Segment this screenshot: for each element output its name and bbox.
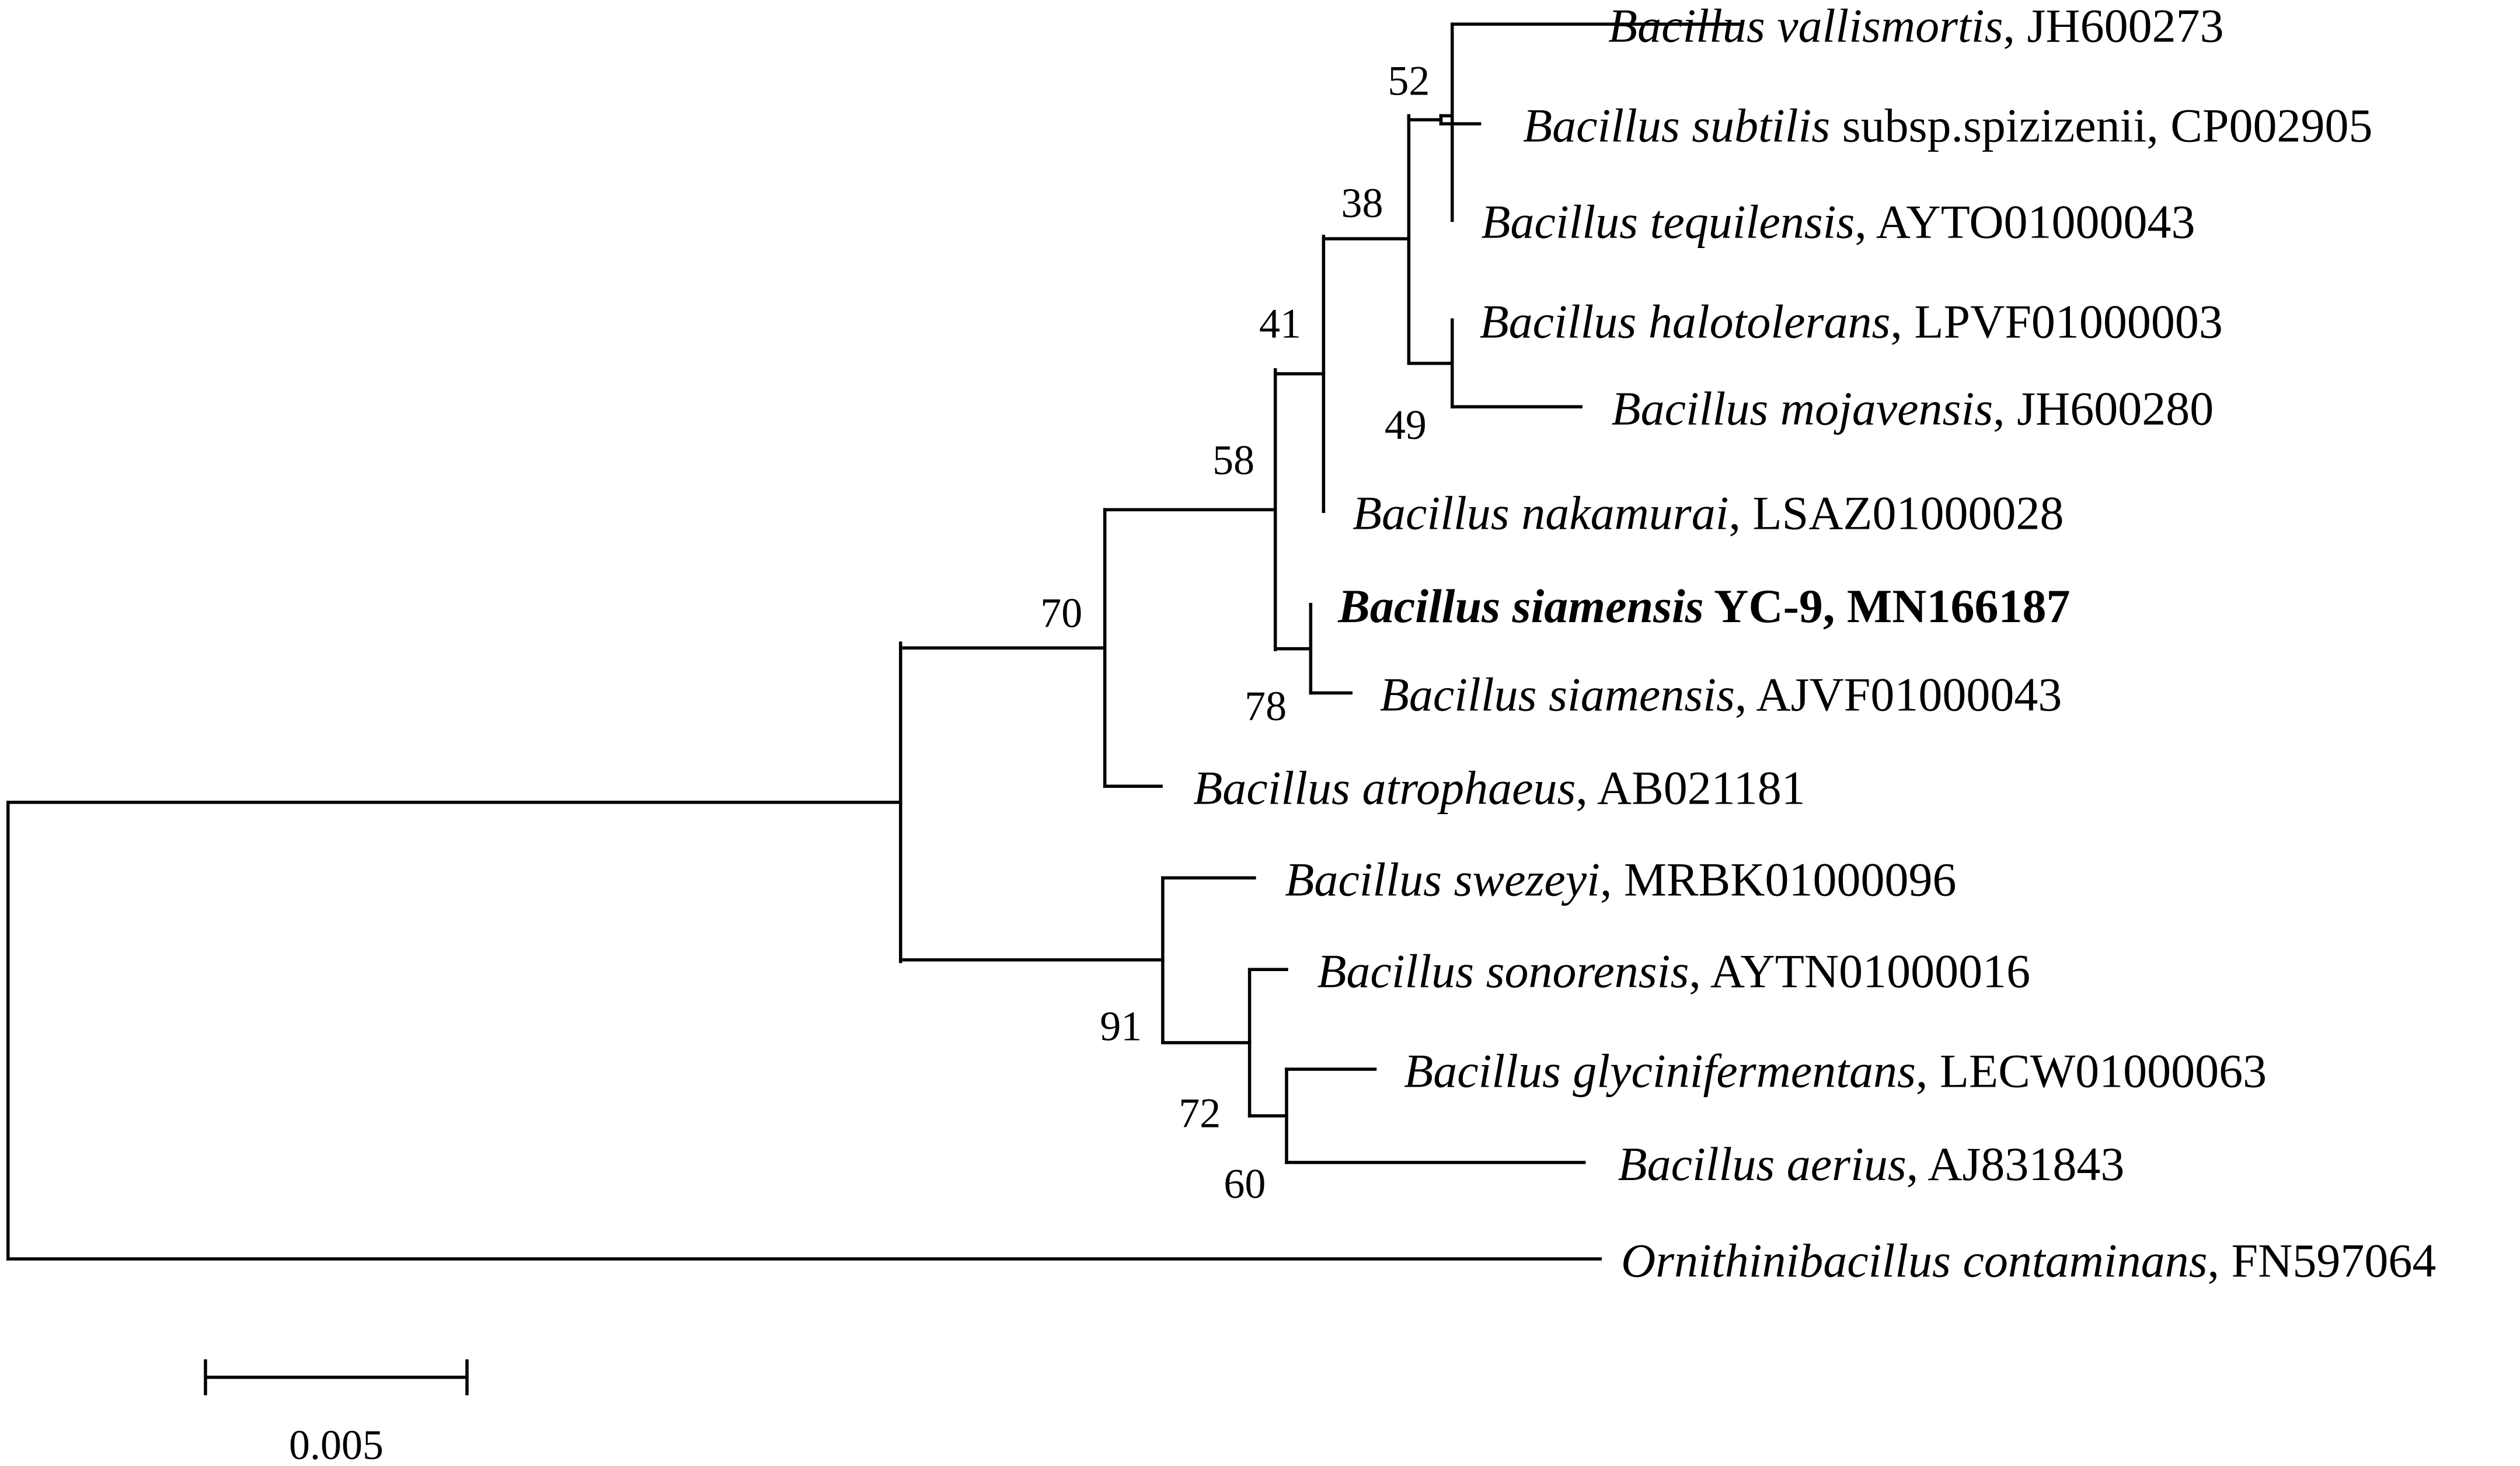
taxon-label-aerius: Bacillus aerius, AJ831843 (1618, 1137, 2125, 1191)
taxon-label-subtilis: Bacillus subtilis subsp.spizizenii, CP00… (1523, 99, 2373, 152)
taxon-labels: Bacillus vallismortis, JH600273Bacillus … (1193, 0, 2436, 1287)
taxon-species-name: Bacillus siamensis (1337, 580, 1704, 633)
taxon-accession: , AJ831843 (1906, 1137, 2125, 1191)
taxon-label-halotolerans: Bacillus halotolerans, LPVF01000003 (1480, 295, 2223, 348)
taxon-species-name: Bacillus mojavensis (1612, 382, 1993, 435)
taxon-accession: , AYTO01000043 (1855, 196, 2195, 249)
taxon-accession: , JH600280 (1993, 382, 2214, 435)
taxon-species-name: Bacillus glycinifermentans (1404, 1044, 1916, 1097)
taxon-label-vallismortis: Bacillus vallismortis, JH600273 (1608, 0, 2224, 53)
taxon-accession: YC-9, MN166187 (1704, 580, 2071, 633)
scale-bar-line (204, 1359, 469, 1395)
taxon-label-atrophaeus: Bacillus atrophaeus, AB021181 (1193, 762, 1806, 815)
bootstrap-value-70: 70 (1040, 589, 1082, 636)
taxon-species-name: Bacillus sonorensis (1317, 945, 1689, 998)
taxon-label-sonorensis: Bacillus sonorensis, AYTN01000016 (1317, 945, 2030, 998)
taxon-species-name: Bacillus atrophaeus (1193, 762, 1576, 815)
taxon-species-name: Ornithinibacillus contaminans (1621, 1234, 2208, 1287)
taxon-species-name: Bacillus subtilis (1523, 99, 1830, 152)
taxon-accession: , LECW01000063 (1916, 1044, 2267, 1097)
taxon-label-ornithinibacillus: Ornithinibacillus contaminans, FN597064 (1621, 1234, 2436, 1287)
taxon-label-swezeyi: Bacillus swezeyi, MRBK01000096 (1285, 853, 1956, 906)
bootstrap-value-78: 78 (1245, 683, 1287, 729)
taxon-accession: subsp.spizizenii, CP002905 (1830, 99, 2372, 152)
bootstrap-value-52: 52 (1388, 58, 1430, 104)
bootstrap-value-91: 91 (1100, 1003, 1142, 1049)
taxon-species-name: Bacillus siamensis (1380, 668, 1735, 721)
bootstrap-value-49: 49 (1385, 402, 1427, 448)
scale-bar: 0.005 (204, 1359, 469, 1466)
taxon-species-name: Bacillus nakamurai (1353, 486, 1729, 539)
taxon-species-name: Bacillus tequilensis (1481, 196, 1855, 249)
taxon-label-tequilensis: Bacillus tequilensis, AYTO01000043 (1481, 196, 2195, 249)
taxon-species-name: Bacillus swezeyi (1285, 853, 1600, 906)
bootstrap-value-72: 72 (1179, 1090, 1221, 1136)
taxon-label-siamensis: Bacillus siamensis, AJVF01000043 (1380, 668, 2062, 721)
taxon-label-nakamurai: Bacillus nakamurai, LSAZ01000028 (1353, 486, 2064, 539)
bootstrap-value-58: 58 (1212, 437, 1254, 484)
bootstrap-value-60: 60 (1224, 1160, 1266, 1207)
bootstrap-value-41: 41 (1259, 301, 1301, 347)
taxon-label-glycinifermentans: Bacillus glycinifermentans, LECW01000063 (1404, 1044, 2267, 1097)
taxon-label-mojavensis: Bacillus mojavensis, JH600280 (1612, 382, 2214, 435)
taxon-accession: , JH600273 (2003, 0, 2224, 53)
taxon-species-name: Bacillus halotolerans (1480, 295, 1891, 348)
scale-bar-label: 0.005 (289, 1422, 384, 1466)
taxon-accession: , LPVF01000003 (1890, 295, 2223, 348)
taxon-accession: , AJVF01000043 (1735, 668, 2062, 721)
taxon-accession: , AYTN01000016 (1689, 945, 2030, 998)
taxon-accession: , MRBK01000096 (1600, 853, 1957, 906)
taxon-accession: , AB021181 (1576, 762, 1805, 815)
tree-branches (6, 22, 1740, 1261)
taxon-label-yc9: Bacillus siamensis YC-9, MN166187 (1337, 580, 2070, 633)
taxon-species-name: Bacillus vallismortis (1608, 0, 2003, 53)
taxon-species-name: Bacillus aerius (1618, 1137, 1906, 1191)
bootstrap-value-38: 38 (1341, 180, 1383, 226)
taxon-accession: , LSAZ01000028 (1729, 486, 2064, 539)
taxon-accession: , FN597064 (2208, 1234, 2437, 1287)
